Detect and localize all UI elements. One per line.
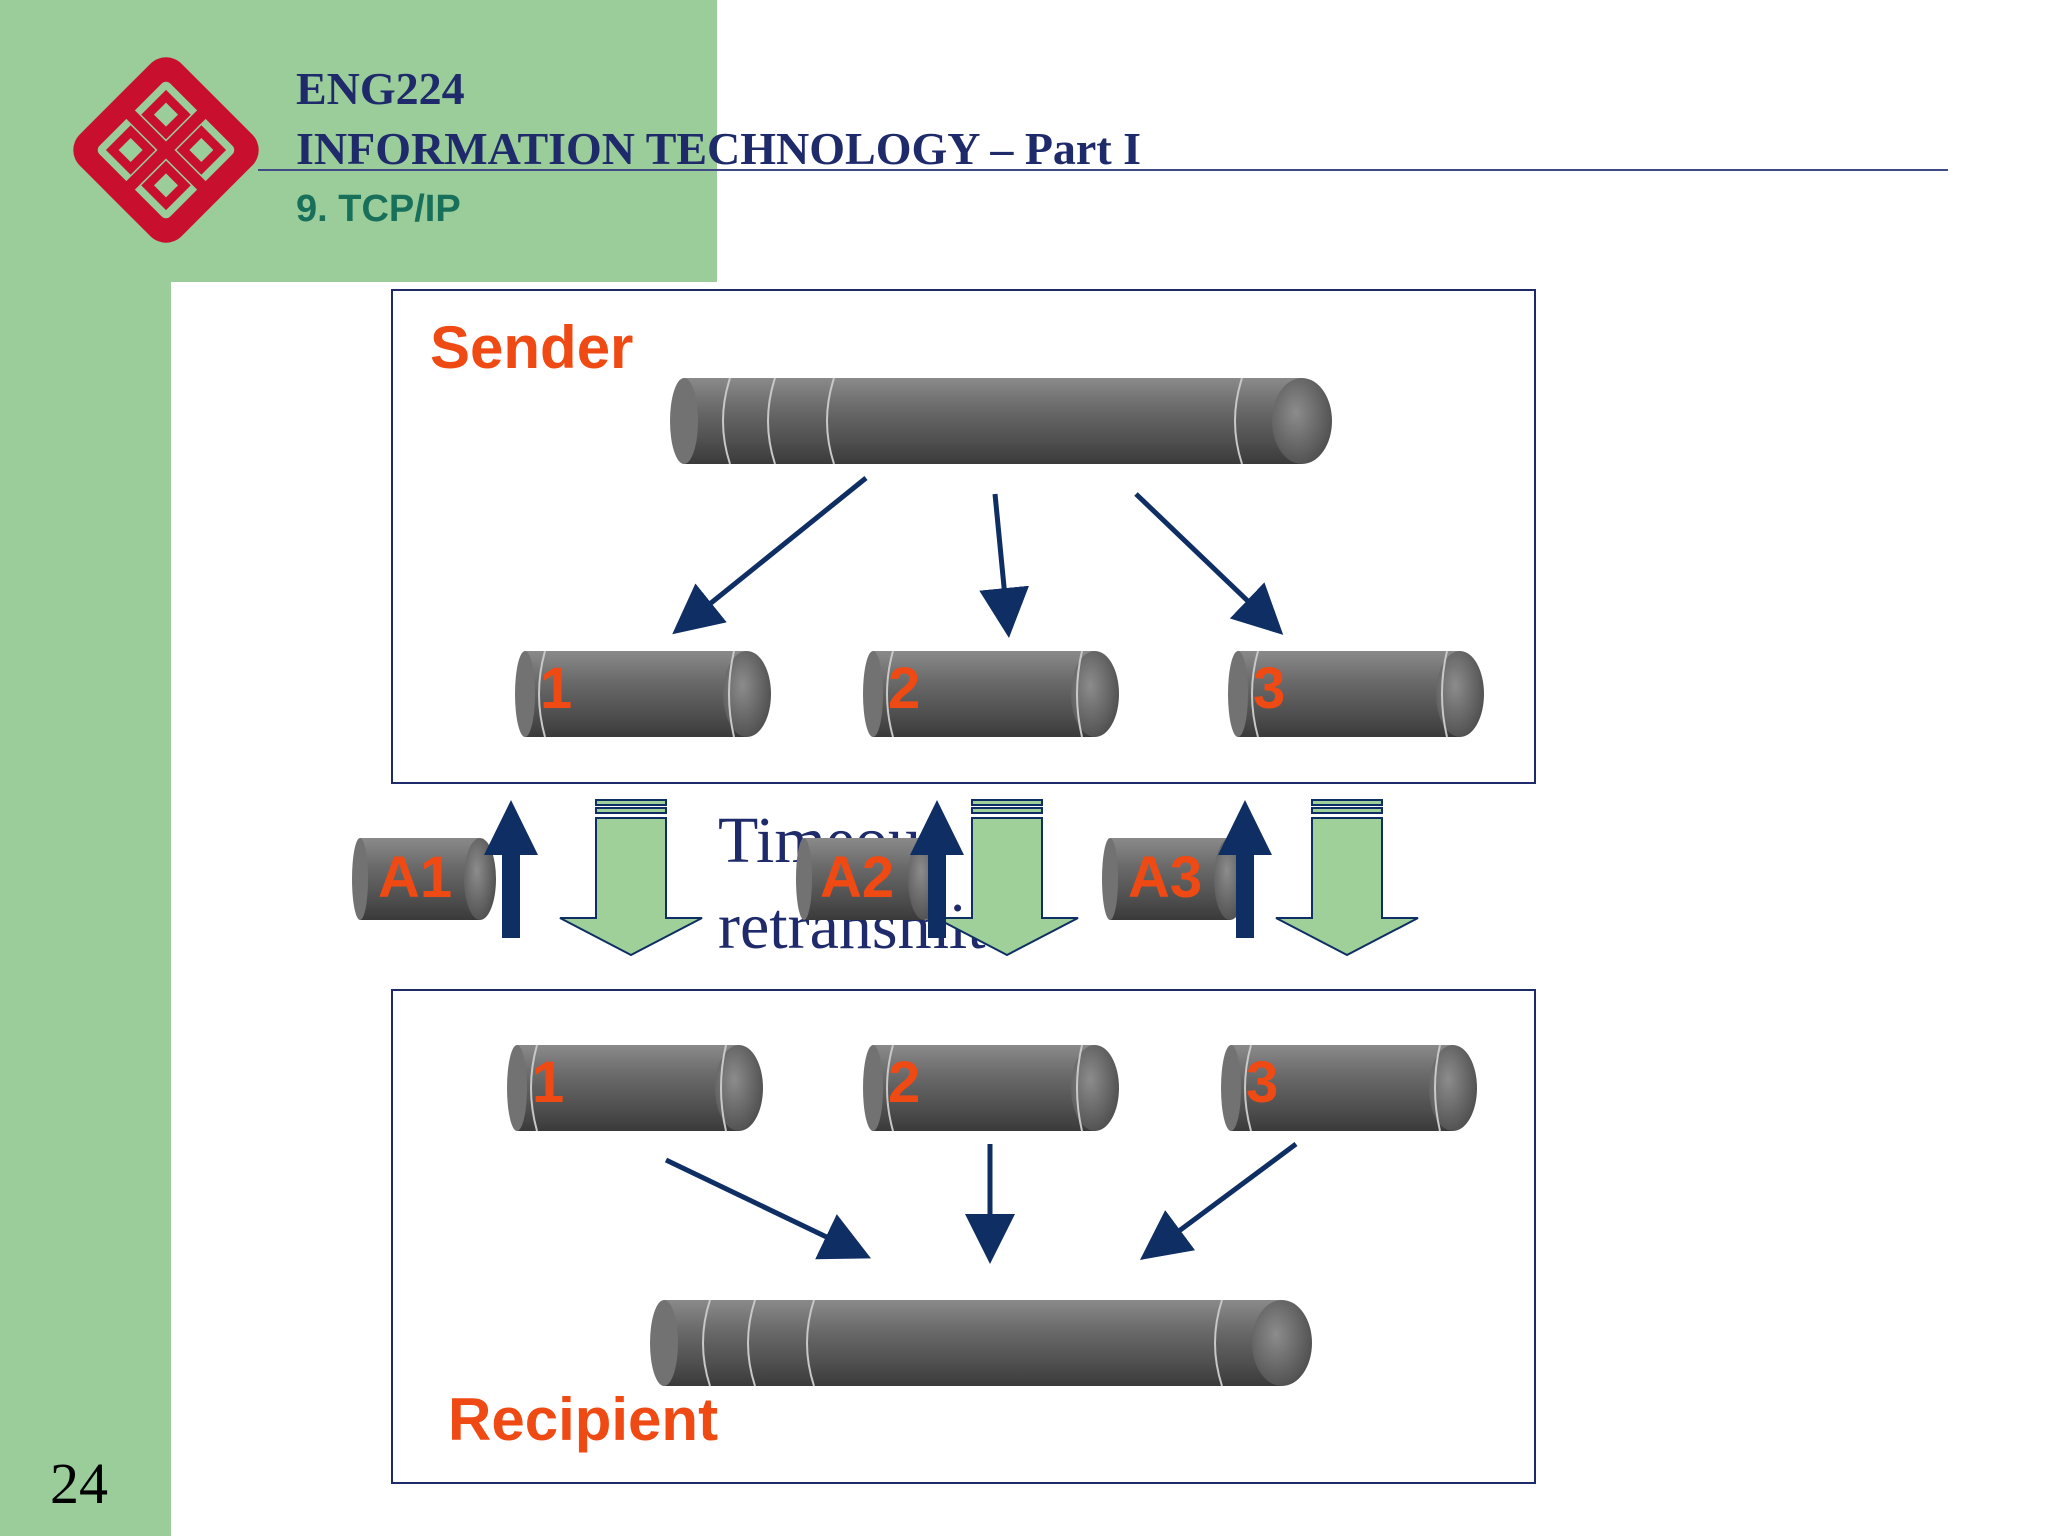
recipient-label: Recipient — [448, 1386, 718, 1453]
sender-segment-label-2: 2 — [888, 656, 920, 721]
transmit-arrow-3 — [1275, 799, 1419, 957]
recipient-box — [391, 989, 1536, 1484]
merge-arrow-3 — [1139, 1141, 1298, 1260]
transmit-arrow-2 — [935, 799, 1079, 957]
ack-up-arrow-3 — [1218, 800, 1272, 938]
section-title: 9. TCP/IP — [296, 188, 461, 230]
sender-box — [391, 289, 1536, 784]
ack-cylinder-2 — [796, 838, 940, 920]
recipient-message-cylinder — [650, 1299, 1312, 1387]
left-sidebar — [0, 0, 171, 1536]
recipient-segment-label-1: 1 — [532, 1050, 564, 1115]
ack-label-2: A2 — [820, 845, 894, 910]
split-arrow-3 — [1134, 492, 1284, 635]
ack-cylinder-1 — [352, 838, 496, 920]
course-title: INFORMATION TECHNOLOGY – Part I — [296, 123, 1142, 174]
sender-segment-2 — [863, 650, 1119, 738]
ack-label-3: A3 — [1128, 845, 1202, 910]
sender-segment-label-1: 1 — [540, 656, 572, 721]
sender-message-cylinder — [670, 377, 1332, 465]
sender-segment-3 — [1228, 650, 1484, 738]
top-green-panel — [171, 0, 717, 282]
recipient-segment-label-3: 3 — [1246, 1050, 1278, 1115]
recipient-segment-3 — [1221, 1044, 1477, 1132]
page-number: 24 — [50, 1451, 108, 1516]
split-arrow-1 — [672, 476, 868, 635]
recipient-segment-label-2: 2 — [888, 1050, 920, 1115]
recipient-segment-2 — [863, 1044, 1119, 1132]
university-logo-icon — [73, 57, 259, 243]
split-arrow-2 — [979, 493, 1030, 638]
header-divider — [258, 169, 1948, 171]
transmit-arrow-1 — [559, 799, 703, 957]
ack-up-arrow-2 — [910, 800, 964, 938]
ack-label-1: A1 — [378, 845, 452, 910]
sender-segment-1 — [515, 650, 771, 738]
sender-segment-label-3: 3 — [1253, 656, 1285, 721]
recipient-segment-1 — [507, 1044, 763, 1132]
sender-label: Sender — [430, 314, 633, 381]
merge-arrow-1 — [664, 1157, 872, 1260]
ack-up-arrow-1 — [484, 800, 538, 938]
course-code: ENG224 — [296, 63, 465, 114]
